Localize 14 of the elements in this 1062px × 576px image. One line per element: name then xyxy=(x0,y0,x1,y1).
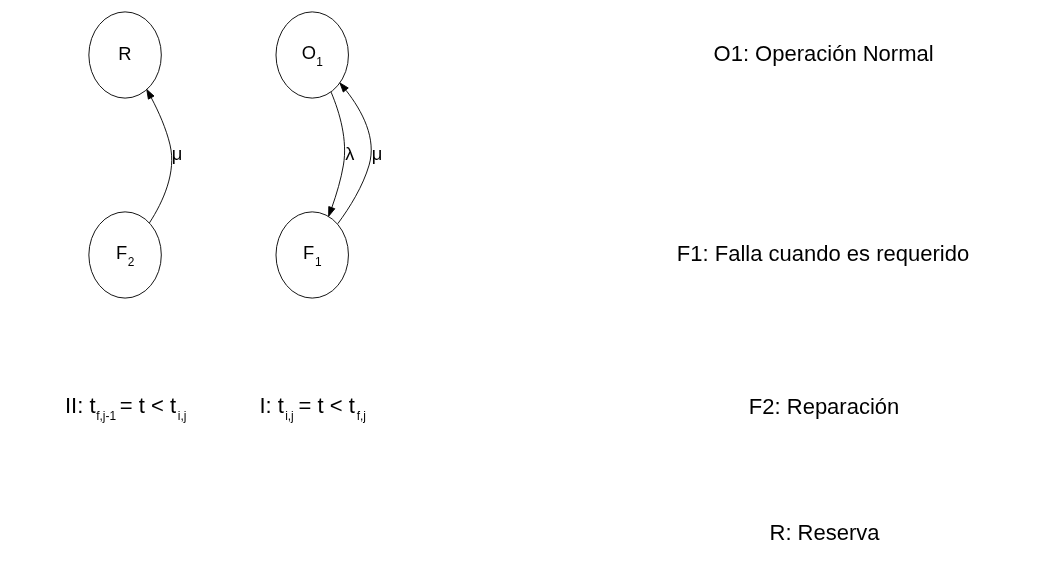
arrow xyxy=(337,82,372,225)
edge-label: λ xyxy=(345,142,355,164)
arrow xyxy=(146,89,173,224)
label: R: Reserva xyxy=(769,519,880,545)
label: O1: Operación Normal xyxy=(713,40,934,66)
arrow xyxy=(328,91,346,217)
edge-label: μ xyxy=(371,142,383,164)
label: F1: Falla cuando es requerido xyxy=(676,240,970,266)
node-ellipse: F$_{1}$ xyxy=(275,211,349,299)
label: I: t$_{i,j}$ = t < t$_{f,j}$ xyxy=(259,392,366,423)
label: F2: Reparación xyxy=(748,393,900,419)
edge-label: μ xyxy=(171,142,183,164)
label: II: t$_{f,j-1}$ = t < t$_{i,j}$ xyxy=(65,392,187,423)
node-ellipse: F$_{2}$ xyxy=(88,211,162,299)
